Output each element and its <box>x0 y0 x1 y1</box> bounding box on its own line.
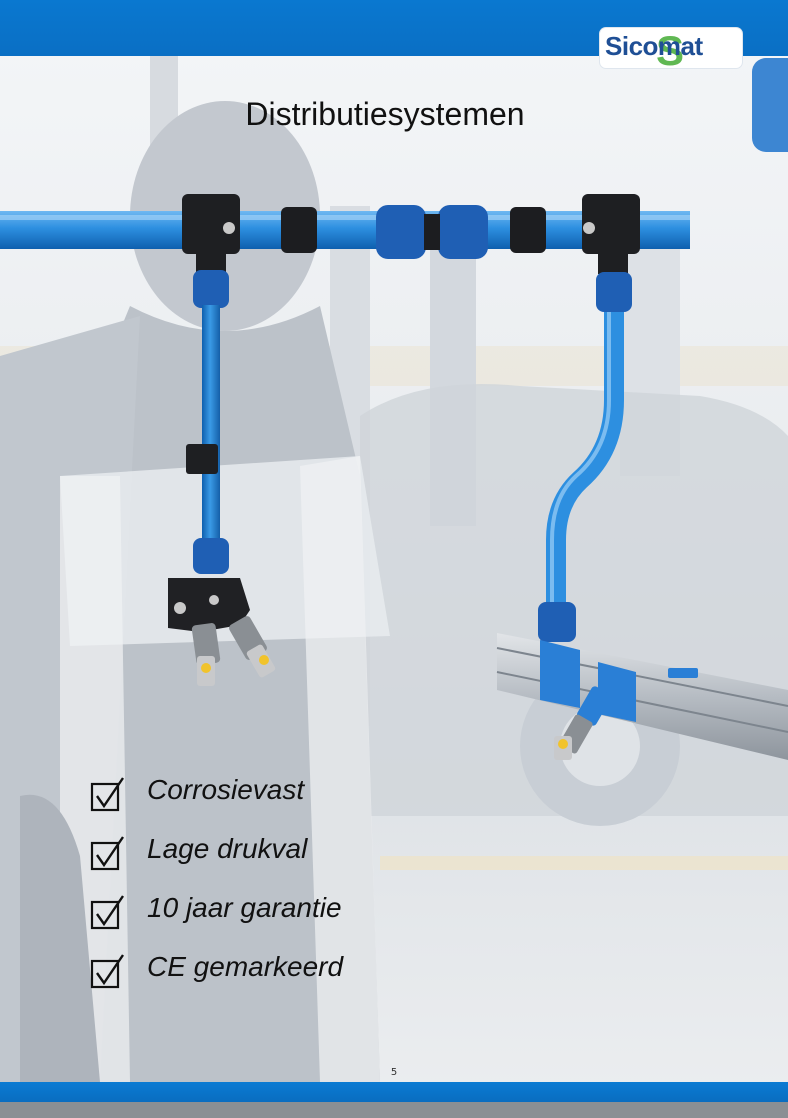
company-logo: S Sicomat <box>600 27 742 74</box>
checkbox-checked-icon <box>90 895 124 930</box>
logo-wordmark: Sicomat <box>605 31 703 61</box>
feature-label: Corrosievast <box>147 774 305 805</box>
logo-mark: S <box>656 27 685 74</box>
section-tab <box>752 58 788 152</box>
footer-band <box>0 1082 788 1102</box>
feature-label: Lage drukval <box>147 833 308 864</box>
checkbox-checked-icon <box>90 836 124 871</box>
feature-label: 10 jaar garantie <box>147 892 342 923</box>
page-title: Distributiesystemen <box>245 96 525 132</box>
checkbox-checked-icon <box>90 954 124 989</box>
checkbox-checked-icon <box>90 777 124 812</box>
feature-label: CE gemarkeerd <box>147 951 344 982</box>
page-number: 5 <box>390 1067 398 1078</box>
footer-strip <box>0 1102 788 1118</box>
